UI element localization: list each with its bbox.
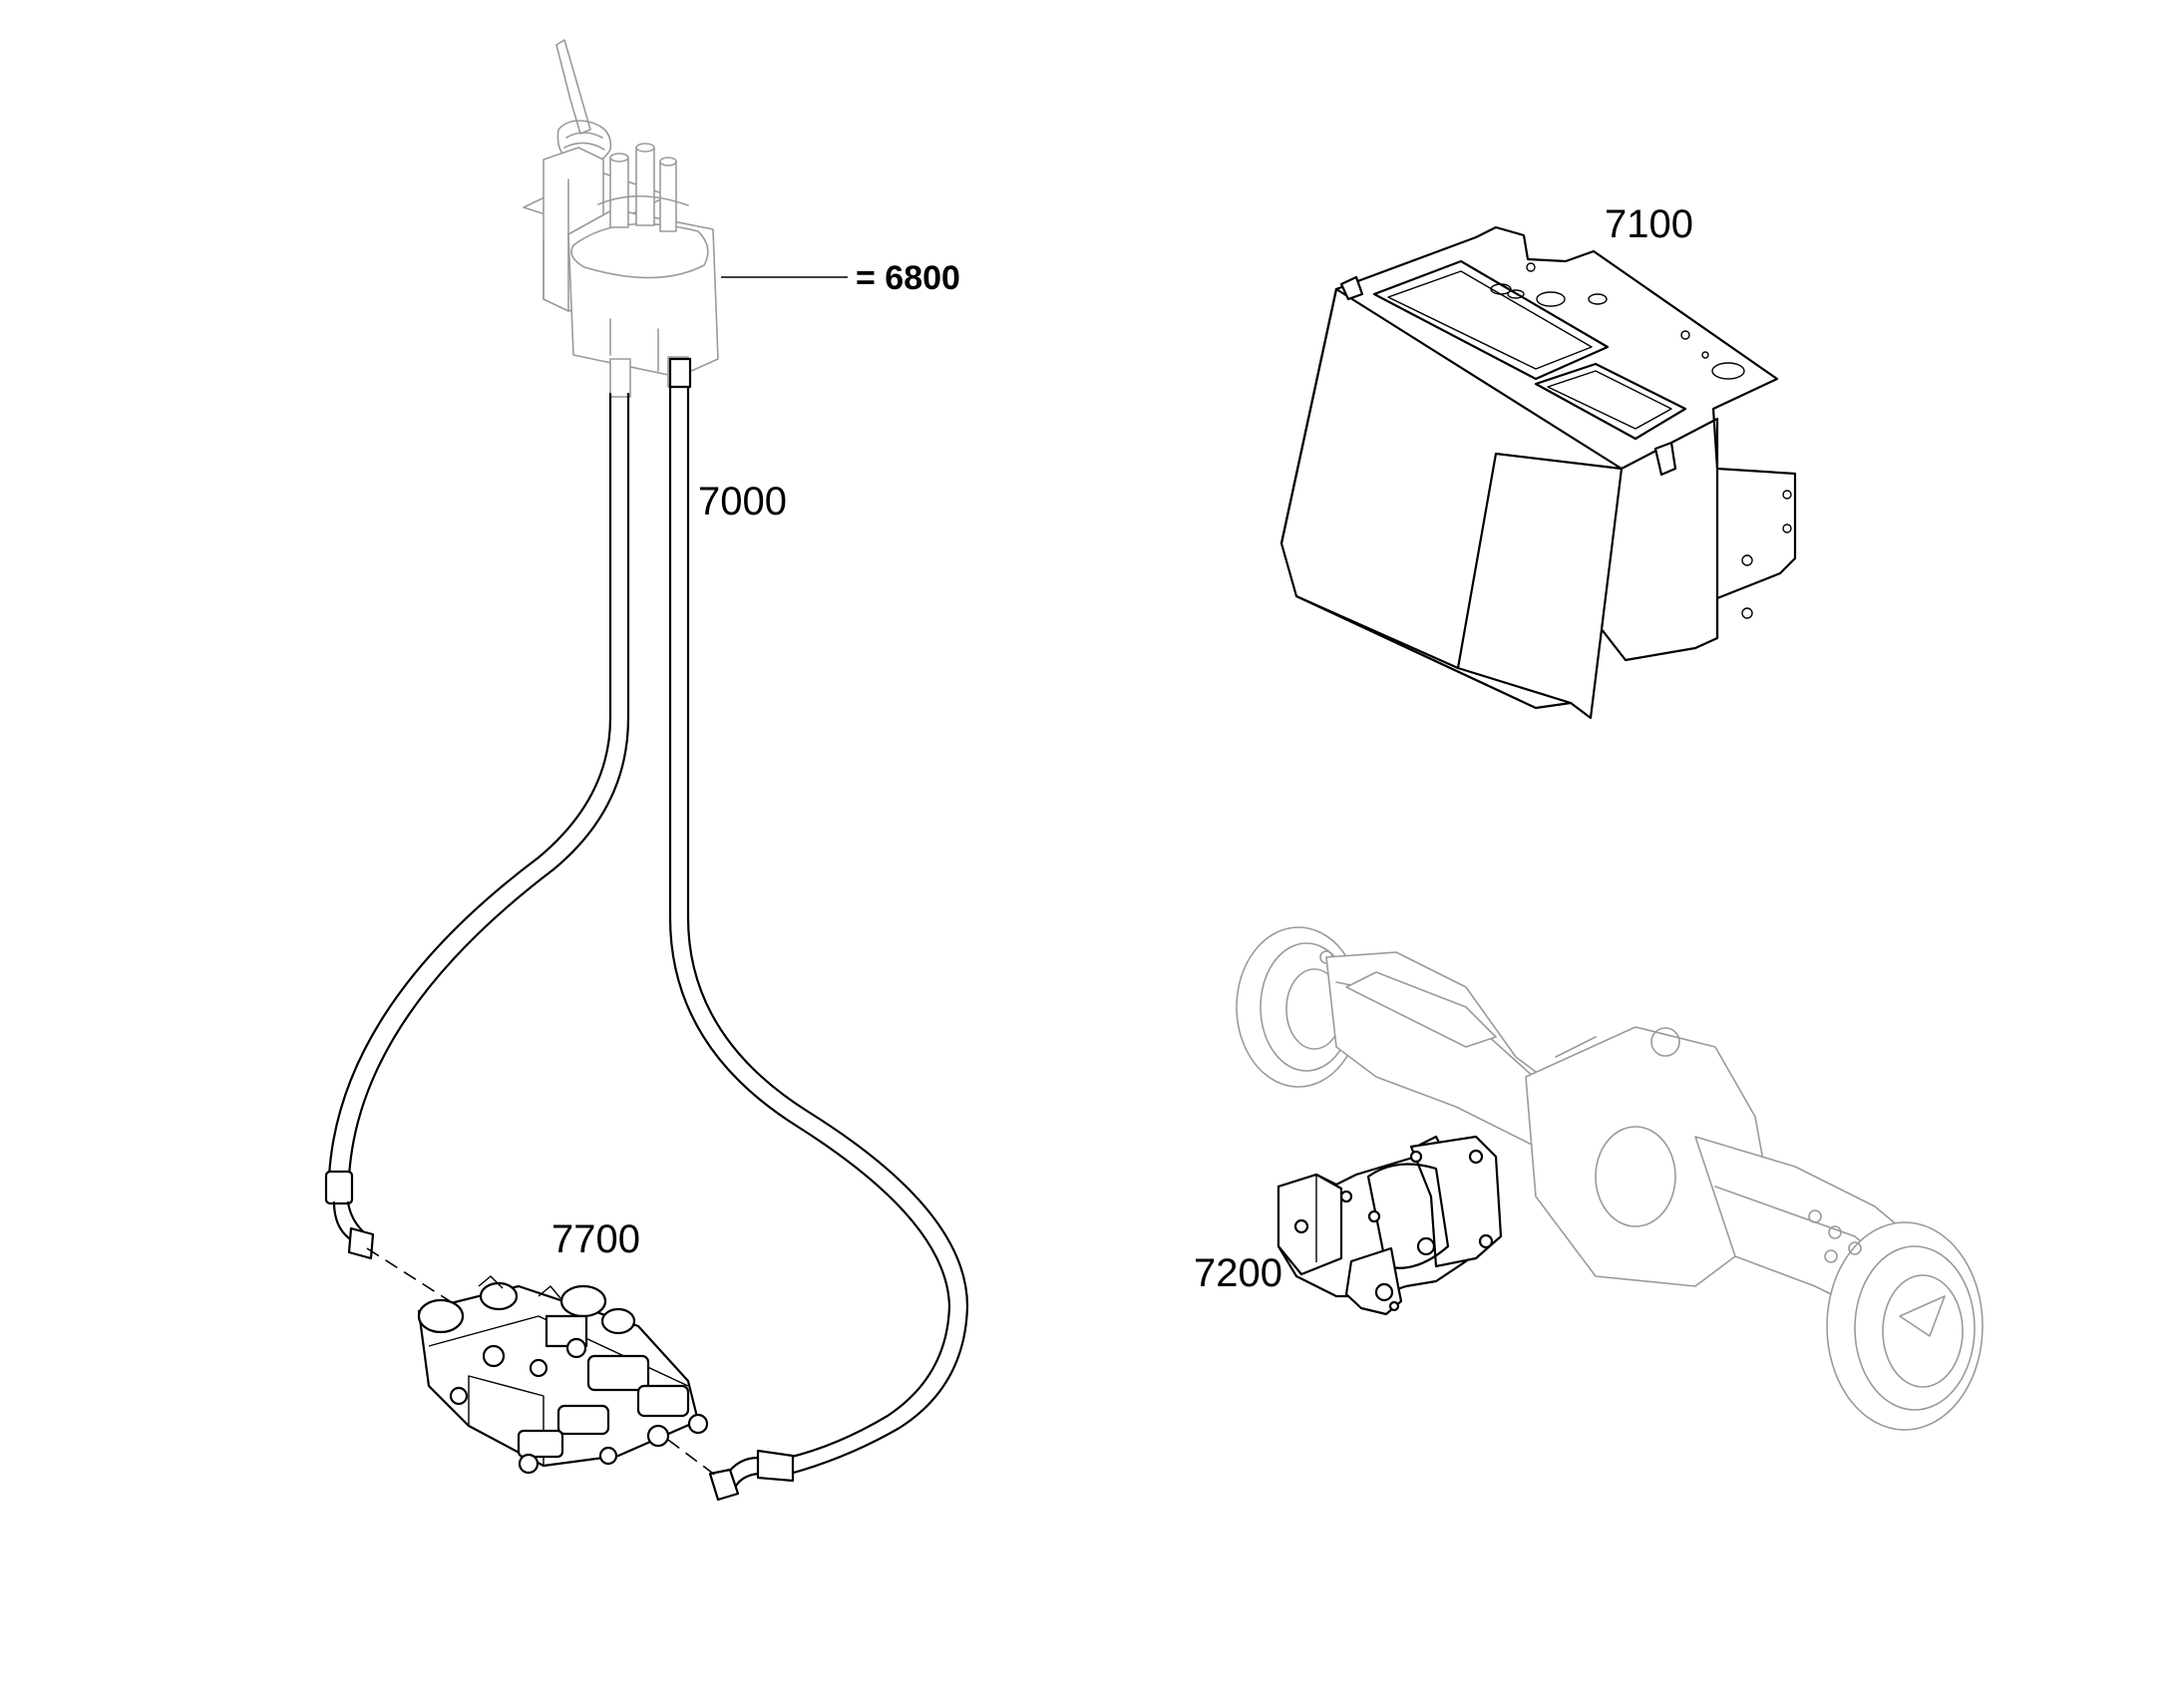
- control-valve-block[interactable]: [417, 1275, 709, 1475]
- drive-axle-assembly[interactable]: [1236, 926, 1984, 1431]
- callout-7000[interactable]: 7000: [698, 480, 787, 523]
- hydraulic-drive-motor[interactable]: [1276, 1135, 1503, 1316]
- callout-7700[interactable]: 7700: [551, 1217, 640, 1261]
- hydraulic-hose-left[interactable]: [324, 392, 630, 1260]
- operator-console-housing[interactable]: [1279, 225, 1797, 720]
- hydraulic-hose-right[interactable]: [668, 357, 969, 1502]
- callout-7100[interactable]: 7100: [1605, 202, 1693, 246]
- callout-7200[interactable]: 7200: [1194, 1251, 1282, 1295]
- callout-6800[interactable]: = 6800: [856, 259, 960, 297]
- assembly-line-left: [366, 1247, 462, 1309]
- assembly-line-right: [667, 1439, 717, 1477]
- joystick-control-unit[interactable]: [523, 39, 719, 398]
